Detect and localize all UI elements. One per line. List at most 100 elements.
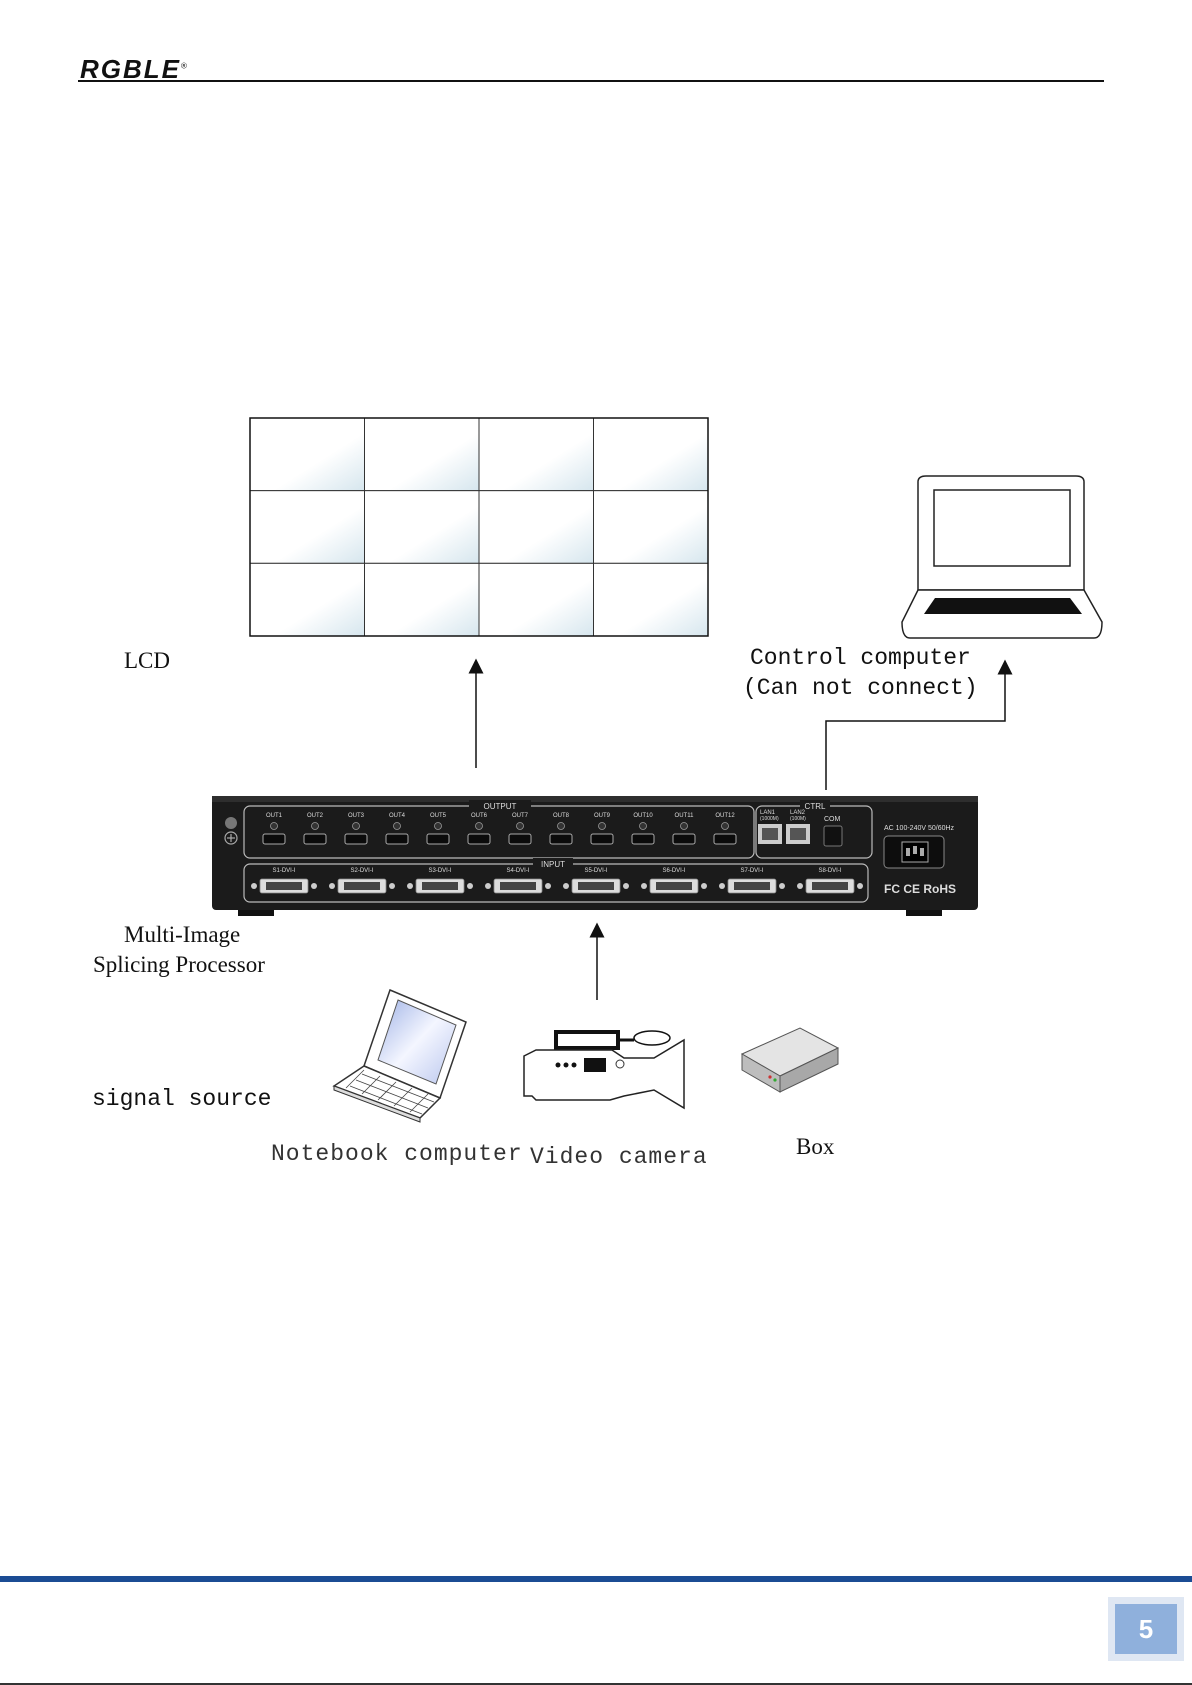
output-port-label: OUT8: [553, 813, 570, 819]
bottom-rule: [0, 1683, 1192, 1685]
lcd-panel: [364, 490, 480, 564]
output-led: [434, 822, 442, 830]
port-screw: [857, 883, 863, 889]
box-label: Box: [796, 1134, 835, 1159]
port-screw: [467, 883, 473, 889]
port-screw: [701, 883, 707, 889]
lcd-video-wall: [249, 417, 709, 637]
processor-back-panel: OUTPUT OUT1 OUT2 OUT3 OUT4 OUT5 OUT6 OUT7 OUT8 O…: [212, 796, 978, 916]
output-port-label: OUT7: [512, 813, 529, 819]
svg-text:CTRL: CTRL: [805, 802, 826, 811]
output-port-label: OUT6: [471, 813, 488, 819]
port-screw: [779, 883, 785, 889]
output-port-label: OUT11: [675, 813, 695, 819]
hdmi-output-port: [508, 833, 532, 845]
hdmi-output-port: [426, 833, 450, 845]
svg-text:OUTPUT: OUTPUT: [484, 802, 517, 811]
svg-text:(100M): (100M): [790, 816, 806, 822]
svg-text:LAN2: LAN2: [790, 810, 806, 816]
camera-label: Video camera: [530, 1144, 708, 1170]
lcd-panel: [249, 417, 365, 492]
dvi-pin-block: [656, 882, 692, 890]
output-led: [270, 822, 278, 830]
output-port-label: OUT12: [715, 813, 735, 819]
port-screw: [623, 883, 629, 889]
output-led: [393, 822, 401, 830]
lcd-panel: [478, 562, 594, 637]
control-computer-icon: [901, 475, 1103, 639]
input-port-label: S6-DVI-I: [662, 868, 685, 874]
lcd-panel: [593, 562, 709, 637]
output-led: [311, 822, 319, 830]
control-computer-note: (Can not connect): [743, 675, 978, 701]
input-port-label: S3-DVI-I: [428, 868, 451, 874]
output-led: [352, 822, 360, 830]
svg-text:INPUT: INPUT: [541, 860, 565, 869]
processor-label-line1: Multi-Image: [124, 922, 241, 947]
output-port-label: OUT3: [348, 813, 365, 819]
output-led: [680, 822, 688, 830]
notebook-label: Notebook computer: [271, 1141, 523, 1167]
svg-text:FC CE RoHS: FC CE RoHS: [884, 882, 956, 896]
dvi-pin-block: [734, 882, 770, 890]
svg-text:COM: COM: [824, 816, 841, 823]
arrow-processor-to-control: [825, 659, 1013, 790]
hdmi-output-port: [549, 833, 573, 845]
dvi-pin-block: [422, 882, 458, 890]
input-port-label: S4-DVI-I: [506, 868, 529, 874]
port-screw: [719, 883, 725, 889]
svg-text:AC 100-240V 50/60Hz: AC 100-240V 50/60Hz: [884, 825, 955, 832]
output-port-label: OUT1: [266, 813, 283, 819]
port-screw: [407, 883, 413, 889]
lcd-label: LCD: [124, 648, 170, 673]
hdmi-output-port: [590, 833, 614, 845]
lcd-panel: [593, 490, 709, 564]
dvi-pin-block: [578, 882, 614, 890]
port-screw: [389, 883, 395, 889]
lcd-panel: [249, 562, 365, 637]
svg-text:LAN1: LAN1: [760, 810, 776, 816]
output-port-label: OUT2: [307, 813, 324, 819]
port-screw: [329, 883, 335, 889]
control-computer-label: Control computer: [750, 645, 971, 671]
notebook-computer-icon: [332, 988, 467, 1123]
output-port-label: OUT10: [633, 813, 653, 819]
page-number-box: 5: [1108, 1597, 1184, 1661]
hdmi-output-port: [672, 833, 696, 845]
output-led: [598, 822, 606, 830]
brand-logo: RGBLE®: [80, 54, 189, 84]
signal-source-label: signal source: [92, 1086, 272, 1112]
hdmi-output-port: [467, 833, 491, 845]
input-port-label: S5-DVI-I: [584, 868, 607, 874]
output-port-label: OUT4: [389, 813, 406, 819]
dvi-pin-block: [812, 882, 848, 890]
lcd-panel: [478, 490, 594, 564]
output-led: [639, 822, 647, 830]
output-port-label: OUT9: [594, 813, 611, 819]
lcd-panel: [478, 417, 594, 492]
port-screw: [251, 883, 257, 889]
dvi-pin-block: [266, 882, 302, 890]
output-led: [721, 822, 729, 830]
output-led: [557, 822, 565, 830]
hdmi-output-port: [344, 833, 368, 845]
output-port-label: OUT5: [430, 813, 447, 819]
lcd-panel: [364, 417, 480, 492]
lcd-panel: [593, 417, 709, 492]
processor-label-line2: Splicing Processor: [93, 952, 265, 977]
output-led: [516, 822, 524, 830]
hdmi-output-port: [385, 833, 409, 845]
box-device-icon: [740, 1027, 840, 1093]
dvi-pin-block: [344, 882, 380, 890]
port-screw: [563, 883, 569, 889]
footer-rule: [0, 1576, 1192, 1582]
hdmi-output-port: [713, 833, 737, 845]
port-screw: [641, 883, 647, 889]
hdmi-output-port: [303, 833, 327, 845]
lcd-panel: [249, 490, 365, 564]
port-screw: [485, 883, 491, 889]
input-port-label: S8-DVI-I: [818, 868, 841, 874]
input-port-label: S7-DVI-I: [740, 868, 763, 874]
port-screw: [797, 883, 803, 889]
